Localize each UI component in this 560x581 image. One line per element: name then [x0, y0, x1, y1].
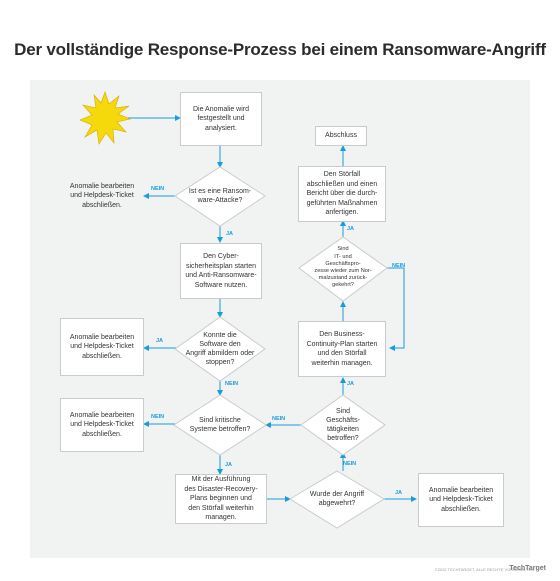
close-incident-box: Den Störfall abschließen und einen Beric…: [298, 166, 386, 222]
label-no-business: NEIN: [272, 416, 286, 422]
sun-burst-icon: [79, 91, 131, 145]
decision-critical-shape: [173, 394, 267, 456]
anomaly-box-2: Anomalie bearbeiten und Helpdesk-Ticket …: [60, 318, 144, 376]
label-yes-averted: JA: [395, 490, 403, 496]
start-box: Die Anomalie wird festgestellt und analy…: [180, 92, 262, 146]
label-yes-software: JA: [156, 338, 164, 344]
label-no-normal: NEIN: [392, 263, 406, 269]
copyright-footer: ©2022 TECHTARGET. ALLE RECHTE VORBEHALTE…: [434, 567, 534, 572]
anomaly-box-4: Anomalie bearbeiten und Helpdesk-Ticket …: [418, 473, 504, 527]
brand-logo: TechTarget: [509, 565, 546, 572]
decision-critical-text: Sind kritische Systeme betroffen?: [189, 417, 251, 433]
label-yes-critical: JA: [225, 462, 233, 468]
decision-ransomware-text: Ist es eine Ransom- ware-Attacke?: [188, 188, 252, 204]
label-no-critical: NEIN: [151, 414, 165, 420]
end-box: Abschluss: [315, 126, 367, 146]
decision-averted-text: Wurde der Angriff abgewehrt?: [309, 491, 365, 507]
decision-normal-text: Sind IT- und Geschäftspro- zesse wieder …: [314, 246, 372, 289]
decision-business-shape: [300, 394, 386, 456]
label-yes-normal: JA: [347, 226, 355, 232]
label-no-averted: NEIN: [343, 461, 357, 467]
label-no-ransomware: NEIN: [151, 186, 165, 192]
label-yes-business: JA: [347, 381, 355, 387]
decision-business-text: Sind Geschäfts- tätigkeiten betroffen?: [326, 408, 360, 442]
page-title: Der vollständige Response-Prozess bei ei…: [14, 40, 546, 59]
decision-normal-shape: [298, 236, 388, 302]
cyber-plan-box: Den Cyber- sicherheitsplan starten und A…: [180, 243, 262, 299]
business-continuity-box: Den Business- Continuity-Plan starten un…: [298, 321, 386, 377]
decision-software-shape: [174, 316, 266, 382]
decision-averted-shape: [289, 470, 385, 529]
anomaly-box-1: Anomalie bearbeiten und Helpdesk-Ticket …: [69, 182, 135, 209]
anomaly-box-3: Anomalie bearbeiten und Helpdesk-Ticket …: [60, 398, 144, 452]
label-yes-ransomware: JA: [226, 231, 234, 237]
label-no-software: NEIN: [225, 381, 239, 387]
disaster-recovery-box: Mit der Ausführung des Disaster-Recovery…: [175, 474, 267, 524]
decision-ransomware-shape: [174, 166, 266, 227]
decision-software-text: Konnte die Software den Angriff abmilder…: [185, 332, 255, 366]
